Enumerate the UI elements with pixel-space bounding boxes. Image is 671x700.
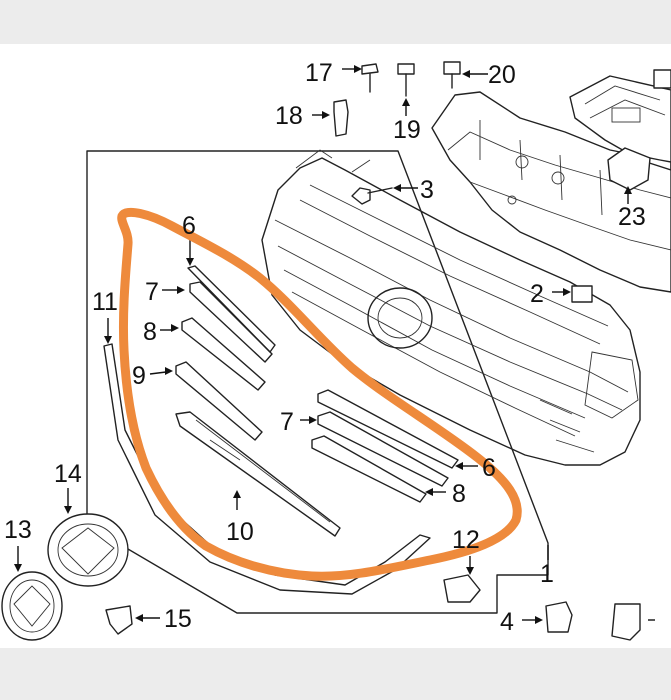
- highlight-outline: [117, 207, 522, 581]
- callout-7a: 7: [145, 278, 159, 306]
- callout-4: 4: [500, 608, 514, 636]
- callout-8a: 8: [143, 318, 157, 346]
- radiator-support: [431, 91, 671, 293]
- lower-right-moldings: [311, 389, 459, 503]
- fastener-18: [333, 99, 349, 137]
- emblem-base-14: [47, 513, 129, 587]
- fastener-19: [397, 63, 415, 97]
- fastener-top-right: [653, 69, 671, 89]
- parts-diagram: 17 20 18 19 3 23 6 2 7 11 8 9 7 6 8 14 1…: [0, 44, 671, 648]
- fastener-17: [361, 63, 379, 93]
- fastener-20: [443, 61, 461, 89]
- callout-17: 17: [305, 59, 333, 87]
- callout-1: 1: [540, 560, 554, 588]
- callout-14: 14: [54, 460, 82, 488]
- emblem-13: [1, 571, 63, 641]
- upper-panel: [569, 75, 671, 171]
- callout-6b: 6: [482, 454, 496, 482]
- callout-19: 19: [393, 116, 421, 144]
- callout-18: 18: [275, 102, 303, 130]
- clip-15: [105, 605, 133, 635]
- leader-lines: [14, 65, 655, 624]
- callout-6a: 6: [182, 212, 196, 240]
- callout-7b: 7: [280, 408, 294, 436]
- bracket-bottom-right: [611, 603, 641, 641]
- callout-labels: 17 20 18 19 3 23 6 2 7 11 8 9 7 6 8 14 1…: [4, 59, 646, 636]
- callout-8b: 8: [452, 480, 466, 508]
- clip-12: [443, 574, 481, 603]
- assembly-box: [86, 150, 549, 614]
- callout-9: 9: [132, 362, 146, 390]
- callout-12: 12: [452, 526, 480, 554]
- callout-3: 3: [420, 176, 434, 204]
- callout-10: 10: [226, 518, 254, 546]
- callout-15: 15: [164, 605, 192, 633]
- callout-11: 11: [92, 288, 118, 316]
- callout-20: 20: [488, 61, 516, 89]
- part-2-pad: [571, 285, 593, 303]
- exploded-view-svg: 17 20 18 19 3 23 6 2 7 11 8 9 7 6 8 14 1…: [1, 59, 671, 641]
- callout-13: 13: [4, 516, 32, 544]
- callout-2: 2: [530, 280, 544, 308]
- bolt-3: [351, 187, 393, 205]
- clip-4: [545, 601, 573, 633]
- upper-left-moldings: [175, 265, 341, 537]
- grille-body: [261, 149, 641, 466]
- part-23-bracket: [607, 147, 651, 191]
- callout-23: 23: [618, 203, 646, 231]
